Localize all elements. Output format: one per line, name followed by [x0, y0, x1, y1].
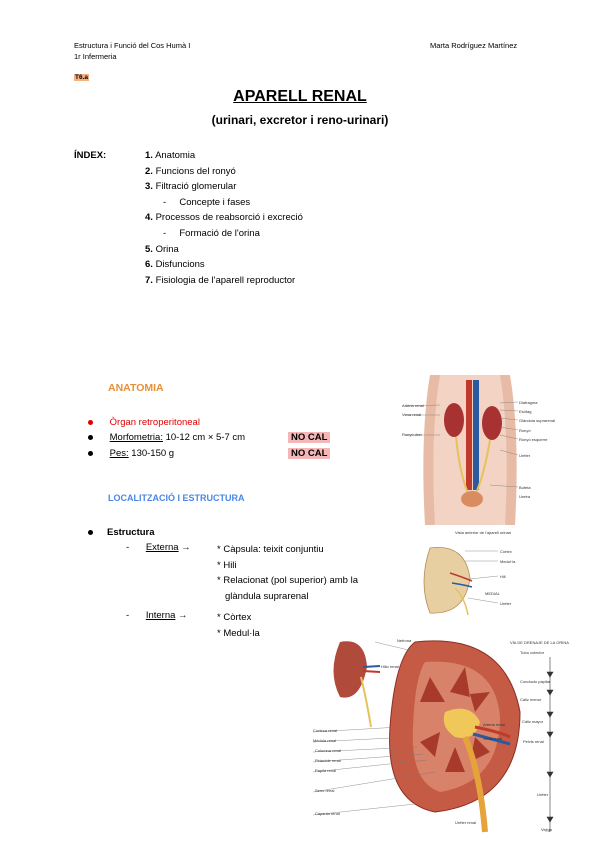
- index-item: 6. Disfuncions: [145, 259, 205, 271]
- figure-caption: Vista anterior de l'aparell urinari: [455, 530, 512, 535]
- figure-label: Tubo colector: [520, 650, 545, 655]
- figure-label: Ronyó dret: [402, 432, 422, 437]
- index-item: 1. Anatomia: [145, 150, 196, 161]
- external-label: - Externa →: [126, 542, 191, 553]
- bullet-icon: [88, 530, 93, 535]
- figure-label: Hili: [500, 574, 506, 579]
- figure-label: Conducto papilar: [520, 679, 551, 684]
- figure-label: Uréter: [537, 792, 549, 797]
- course-year: 1r Infermeria: [74, 52, 117, 61]
- index-item: 5. Orina: [145, 243, 179, 255]
- bladder-shape: [461, 491, 483, 507]
- figure-label: Cáliz mayor: [522, 719, 544, 724]
- index-item: 2. Funcions del ronyó: [145, 165, 236, 177]
- index-list: 1. Anatomia 2. Funcions del ronyó 3. Fil…: [145, 150, 303, 290]
- figure-label: Ronyó esquerre: [519, 437, 548, 442]
- external-list: * Càpsula: teixit conjuntiu * Hili * Rel…: [217, 542, 358, 604]
- figure-label: MEDIAL: [485, 591, 500, 596]
- figure-label: Nefrona: [397, 638, 412, 643]
- figure-label: Hilio renal: [381, 664, 399, 669]
- kidney-inset-shape: [333, 641, 367, 698]
- no-cal-badge: NO CAL: [288, 432, 331, 443]
- no-cal-badge: NO CAL: [288, 448, 331, 459]
- figure-label: Médula renal: [313, 738, 337, 743]
- figure-label: Vena renal: [402, 412, 422, 417]
- index-item: 4. Processos de reabsorció i excreció: [145, 212, 303, 224]
- page-title: APARELL RENAL: [233, 88, 367, 105]
- figure-label: Bufeta: [519, 485, 531, 490]
- figure-label: Seno renal: [315, 788, 335, 793]
- external-item: glàndula suprarenal: [225, 590, 309, 602]
- section-heading-anatomy: ANATOMIA: [108, 382, 164, 394]
- section-subheading-location: LOCALITZACIÓ I ESTRUCTURA: [108, 493, 245, 503]
- figure-label: Còrtex: [500, 549, 512, 554]
- structure-label: Estructura: [88, 527, 155, 538]
- figure-label: Papila renal: [315, 768, 337, 773]
- right-kidney-shape: [482, 406, 502, 440]
- figure-label: Corteza renal: [313, 728, 338, 733]
- figure-label: Cáliz menor: [520, 697, 542, 702]
- topic-tag: T6.a: [74, 74, 90, 81]
- external-item: * Hili: [217, 559, 237, 571]
- figure-label: Pelvis renal: [523, 739, 544, 744]
- figure-label: Artèria renal: [402, 403, 424, 408]
- renal-pelvis-shape: [443, 708, 480, 738]
- index-label: ÍNDEX:: [74, 150, 107, 161]
- kidney-detail-figure: Nefrona Hilio renal Corteza renal Médula…: [305, 632, 575, 837]
- figure-label: Diafragma: [519, 400, 538, 405]
- internal-label: - Interna →: [126, 610, 188, 621]
- bullet-organ: Òrgan retroperitoneal: [88, 417, 200, 428]
- page-subtitle: (urinari, excretor i reno-urinari): [211, 113, 389, 127]
- external-item: * Càpsula: teixit conjuntiu: [217, 544, 324, 555]
- left-kidney-shape: [444, 403, 464, 437]
- bullet-icon: [88, 420, 93, 425]
- course-name: Estructura i Funció del Cos Humà I: [74, 41, 191, 50]
- bullet-icon: [88, 451, 93, 456]
- bullet-weight: Pes: 130-150 g: [88, 448, 174, 459]
- figure-label: Arteria renal: [483, 722, 505, 727]
- index-subitem: - Concepte i fases: [163, 196, 251, 208]
- index-item: 3. Filtració glomerular: [145, 181, 237, 193]
- figure-label: Urèter: [519, 453, 531, 458]
- figure-label: Vejiga: [541, 827, 552, 832]
- index-item: 7. Fisiologia de l'aparell reproductor: [145, 274, 296, 286]
- author-name: Marta Rodríguez Martínez: [430, 41, 518, 50]
- figure-label: Uréter renal: [455, 820, 477, 825]
- figure-label: Cápsula renal: [315, 811, 340, 816]
- aorta-shape: [466, 380, 472, 490]
- internal-item: * Còrtex: [217, 612, 252, 623]
- ureter-shape: [462, 735, 488, 833]
- external-item: * Relacionat (pol superior) amb la: [217, 575, 358, 586]
- figure-label: Vena renal: [483, 736, 503, 741]
- figure-label: Pirámide renal: [315, 758, 341, 763]
- figure-label: Glàndula suprarenal: [519, 418, 556, 423]
- figure-label: Ronyó: [519, 428, 531, 433]
- bullet-icon: [88, 435, 93, 440]
- figure-label: Uretra: [519, 494, 531, 499]
- urinary-system-figure: Diafragma Esòfag Glàndula suprarenal Ron…: [400, 375, 560, 535]
- kidney-section-figure: Còrtex Medul·la Hili Urèter MEDIAL: [420, 543, 540, 618]
- internal-item: * Medul·la: [217, 627, 260, 639]
- figure-label: Medul·la: [500, 559, 516, 564]
- index-subitem: - Formació de l'orina: [163, 227, 260, 239]
- figure-label: Esòfag: [519, 409, 532, 414]
- figure-label: VÍA DE DRENAJE DE LA ORINA: [510, 640, 569, 645]
- bullet-morphometry: Morfometria: 10-12 cm × 5-7 cm: [88, 432, 245, 443]
- figure-label: Columna renal: [315, 748, 342, 753]
- vena-cava-shape: [473, 380, 479, 490]
- internal-list: * Còrtex * Medul·la: [217, 610, 260, 641]
- figure-label: Urèter: [500, 601, 512, 606]
- kidney-shape: [423, 546, 471, 614]
